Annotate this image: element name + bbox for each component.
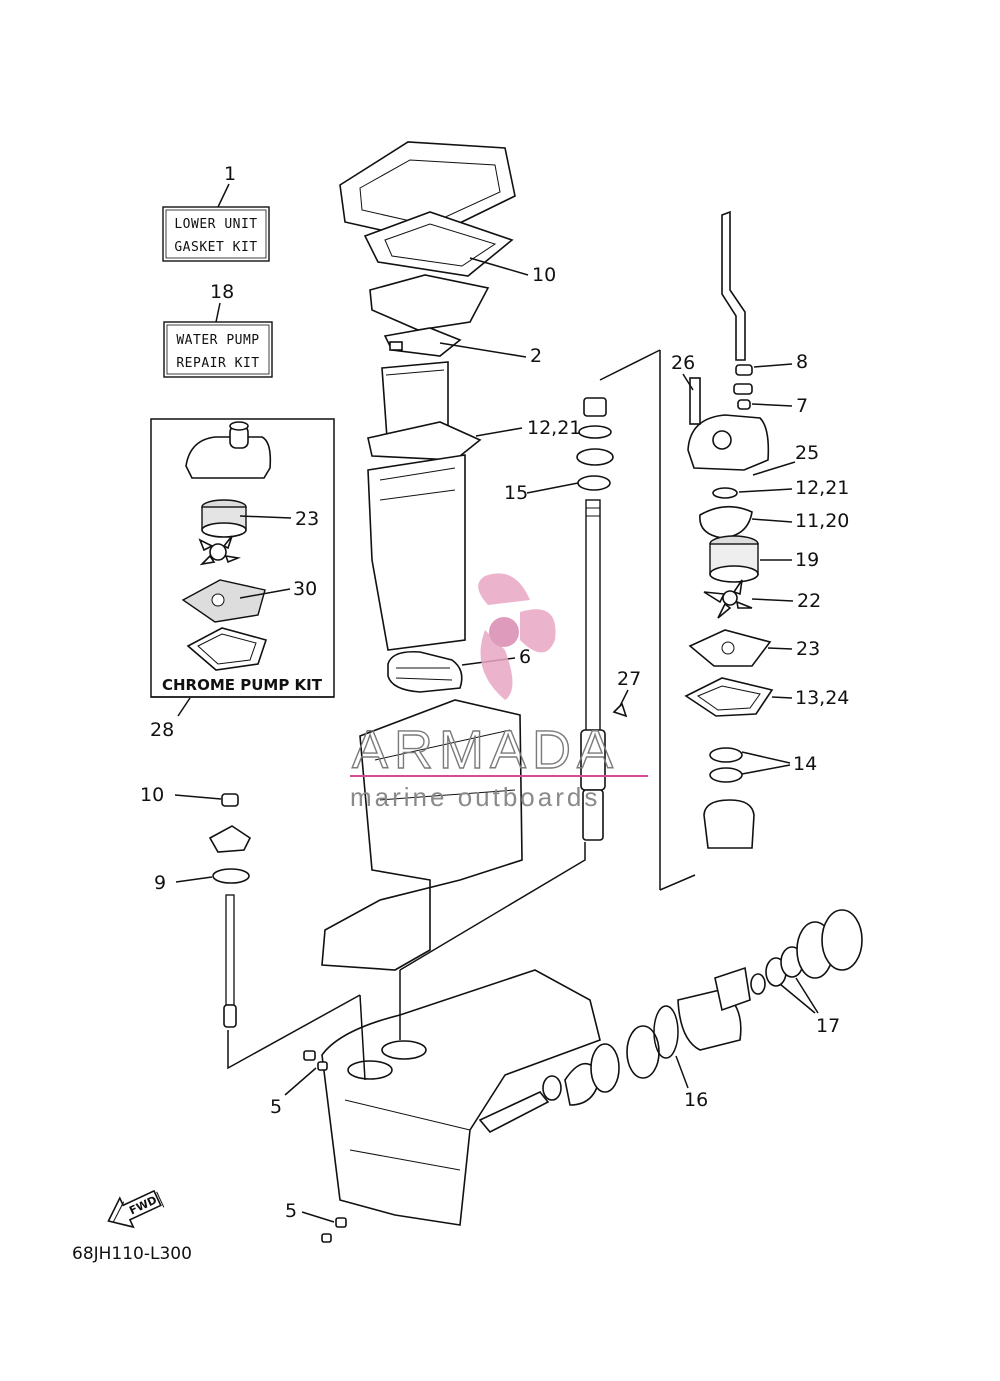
callout-5-upper: 5 — [270, 1096, 282, 1118]
armada-watermark: ARMADA marine outboards — [350, 573, 648, 812]
callout-10: 10 — [140, 784, 164, 806]
water-pump-repair-kit: 18 WATER PUMP REPAIR KIT — [163, 281, 273, 378]
armada-logo-icon — [478, 573, 556, 700]
callout-12-21: 12,21 — [795, 477, 849, 499]
callout-19: 19 — [795, 549, 819, 571]
lower-unit-kit-line2: GASKET KIT — [174, 240, 257, 255]
callout-9: 9 — [154, 872, 166, 894]
callout-27: 27 — [617, 668, 641, 690]
chrome-pump-kit: CHROME PUMP KIT 23 30 28 — [150, 418, 335, 741]
callout-30: 30 — [293, 578, 317, 600]
callouts: 10 2 12,21 6 15 27 26 8 7 25 12,21 11,20… — [140, 257, 849, 1223]
callout-28: 28 — [150, 719, 174, 741]
callout-14: 14 — [793, 753, 817, 775]
fwd-arrow: FWD — [107, 1189, 165, 1229]
water-pump-kit-line2: REPAIR KIT — [176, 356, 259, 371]
callout-5-lower: 5 — [285, 1200, 297, 1222]
drive-shaft — [576, 349, 696, 891]
callout-6: 6 — [519, 646, 531, 668]
drawing-code: 68JH110-L300 — [72, 1244, 192, 1264]
water-pump-kit-line1: WATER PUMP — [176, 333, 259, 348]
watermark-brand: ARMADA — [352, 720, 619, 780]
callout-23: 23 — [796, 638, 820, 660]
callout-7: 7 — [796, 395, 808, 417]
callout-22: 22 — [797, 590, 821, 612]
shift-rod — [208, 793, 361, 1070]
chrome-pump-kit-label: CHROME PUMP KIT — [162, 676, 323, 694]
water-pump-assembly — [684, 210, 774, 849]
upper-casing-stack — [339, 141, 516, 693]
callout-11-20: 11,20 — [795, 510, 849, 532]
callout-17: 17 — [816, 1015, 840, 1037]
callout-18: 18 — [210, 281, 234, 303]
watermark-tagline: marine outboards — [350, 782, 600, 812]
callout-3: 10 — [532, 264, 556, 286]
callout-25: 25 — [795, 442, 819, 464]
callout-16: 16 — [684, 1089, 708, 1111]
callout-29: 23 — [295, 508, 319, 530]
gearcase — [303, 699, 863, 1243]
callout-26: 26 — [671, 352, 695, 374]
callout-4: 12,21 — [527, 417, 581, 439]
lower-unit-kit-line1: LOWER UNIT — [174, 217, 257, 232]
callout-1: 1 — [224, 163, 236, 185]
lower-unit-gasket-kit: 1 LOWER UNIT GASKET KIT — [162, 163, 270, 262]
callout-15: 15 — [504, 482, 528, 504]
callout-13-24: 13,24 — [795, 687, 849, 709]
callout-2: 2 — [530, 345, 542, 367]
callout-8: 8 — [796, 351, 808, 373]
